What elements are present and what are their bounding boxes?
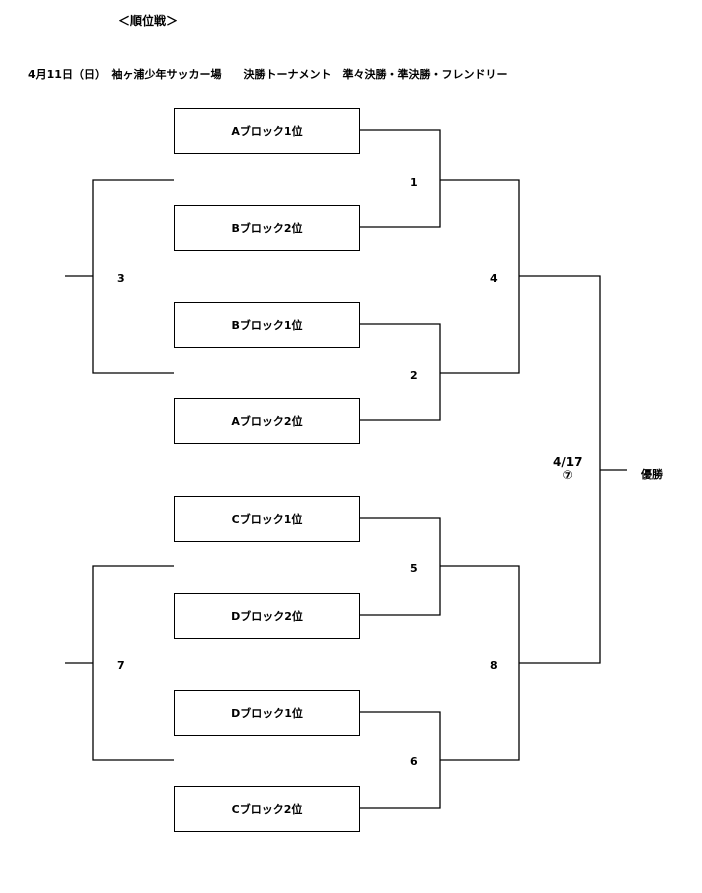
match-number-8: 8 bbox=[490, 659, 498, 672]
team-box-b2: Bブロック2位 bbox=[174, 205, 360, 251]
bracket-line-m1 bbox=[360, 129, 441, 228]
champion-label: 優勝 bbox=[641, 468, 663, 481]
bracket-line-m3 bbox=[92, 179, 174, 374]
team-box-a2: Aブロック2位 bbox=[174, 398, 360, 444]
team-box-c1: Cブロック1位 bbox=[174, 496, 360, 542]
match-number-1: 1 bbox=[410, 176, 418, 189]
match-number-3: 3 bbox=[117, 272, 125, 285]
match-number-2: 2 bbox=[410, 369, 418, 382]
bracket-line-m4 bbox=[440, 179, 520, 374]
final-match-label: 4/17 ⑦ bbox=[553, 456, 582, 482]
page-heading: ＜順位戦＞ bbox=[118, 14, 179, 28]
team-box-a1: Aブロック1位 bbox=[174, 108, 360, 154]
team-box-d2: Dブロック2位 bbox=[174, 593, 360, 639]
page-subtitle: 4月11日（日） 袖ヶ浦少年サッカー場 決勝トーナメント 準々決勝・準決勝・フレ… bbox=[28, 68, 508, 81]
bracket-line-m6 bbox=[360, 711, 441, 809]
team-box-c2: Cブロック2位 bbox=[174, 786, 360, 832]
team-box-d1: Dブロック1位 bbox=[174, 690, 360, 736]
bracket-line-m2 bbox=[360, 323, 441, 421]
team-box-b1: Bブロック1位 bbox=[174, 302, 360, 348]
match-number-4: 4 bbox=[490, 272, 498, 285]
final-date: 4/17 bbox=[553, 455, 583, 469]
match-number-5: 5 bbox=[410, 562, 418, 575]
bracket-line-m7 bbox=[92, 565, 174, 761]
final-number: ⑦ bbox=[562, 468, 573, 482]
match-number-7: 7 bbox=[117, 659, 125, 672]
bracket-line-m8 bbox=[440, 565, 520, 761]
bracket-line-m5 bbox=[360, 517, 441, 616]
match-number-6: 6 bbox=[410, 755, 418, 768]
